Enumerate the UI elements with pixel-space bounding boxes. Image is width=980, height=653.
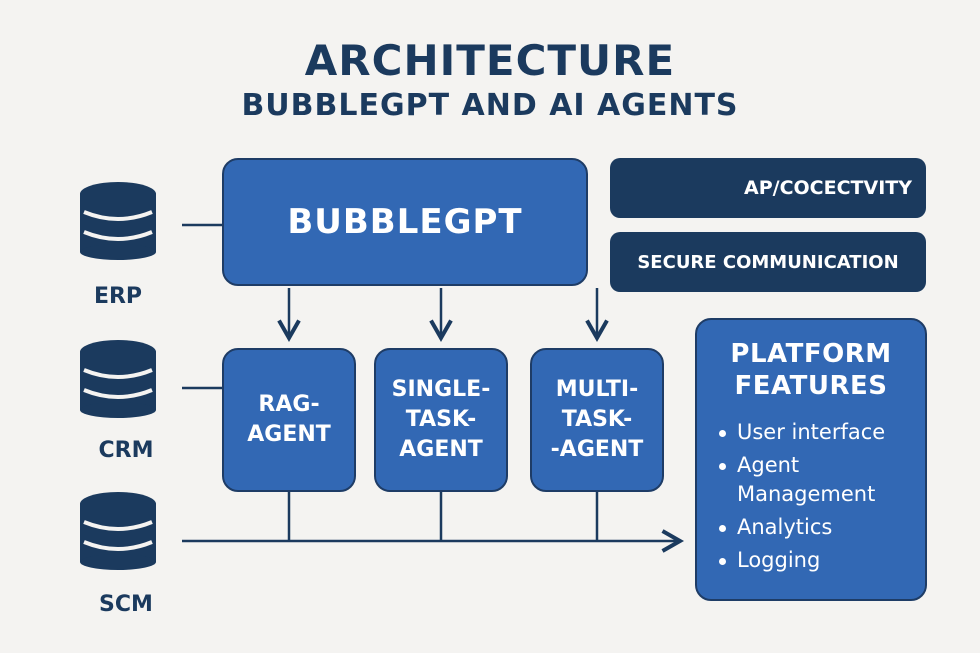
diagram-title: ARCHITECTURE [304, 36, 676, 85]
platform-features-box: PLATFORM FEATURES User interface Agent M… [695, 318, 927, 601]
erp-database-icon [80, 182, 156, 260]
platform-features-list: User interface Agent Management Analytic… [715, 418, 925, 575]
single-task-agent-box: SINGLE- TASK- AGENT [374, 348, 508, 492]
scm-label: SCM [99, 592, 153, 617]
feature-item: User interface [715, 418, 925, 447]
erp-label: ERP [93, 284, 143, 309]
platform-features-title: PLATFORM FEATURES [730, 339, 892, 401]
secure-communication-box: SECURE COMMUNICATION [610, 232, 926, 292]
connectivity-label: AP/COCECTVITY [744, 177, 912, 199]
feature-item: Logging [715, 546, 925, 575]
crm-label: CRM [98, 438, 154, 463]
diagram-subtitle: BUBBLEGPT AND AI AGENTS [241, 88, 739, 123]
secure-communication-label: SECURE COMMUNICATION [637, 251, 899, 273]
multi-task-agent-box: MULTI- TASK- -AGENT [530, 348, 664, 492]
crm-database-icon [80, 340, 156, 418]
connectivity-box: AP/COCECTVITY [610, 158, 926, 218]
bubblegpt-box: BUBBLEGPT [222, 158, 588, 286]
feature-item: Agent Management [715, 451, 925, 509]
rag-agent-box: RAG- AGENT [222, 348, 356, 492]
feature-item: Analytics [715, 513, 925, 542]
scm-database-icon [80, 492, 156, 570]
